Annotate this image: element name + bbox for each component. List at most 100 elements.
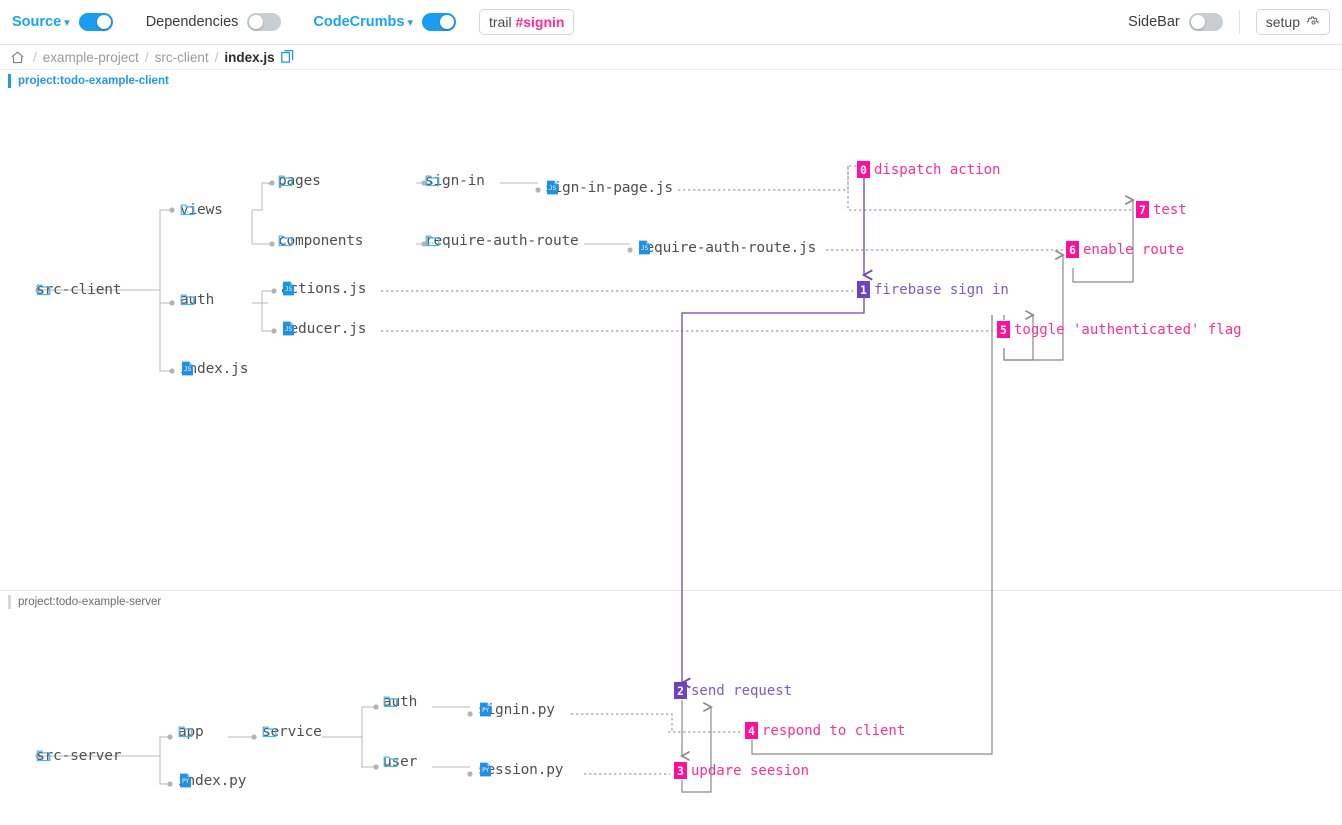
graph-canvas[interactable]: project:todo-example-client project:todo… [0, 70, 1342, 825]
dependencies-toggle-knob [249, 15, 264, 29]
tree-node-label: require-auth-route.js [637, 240, 817, 256]
codecrumb-index: 2 [674, 682, 687, 699]
breadcrumb-item-src-client[interactable]: src-client [154, 49, 209, 65]
codecrumb-marker-0[interactable]: 0 dispatch action [857, 161, 1000, 178]
tree-node-require-auth-route-js[interactable]: JS require-auth-route.js [637, 240, 816, 256]
breadcrumb-item-index-js[interactable]: index.js [224, 49, 275, 65]
sidebar-control[interactable]: SideBar [1128, 13, 1223, 31]
codecrumb-marker-1[interactable]: 1 firebase sign in [857, 281, 1009, 298]
copy-icon[interactable] [280, 50, 294, 64]
breadcrumb-item-example-project[interactable]: example-project [42, 49, 139, 65]
folder-icon [383, 756, 398, 768]
codecrumbs-toggle-knob [440, 15, 454, 29]
trail-chip[interactable]: trail #signin [479, 9, 575, 35]
tree-node-auth-server[interactable]: auth [383, 694, 417, 710]
codecrumb-index: 3 [674, 762, 687, 779]
tree-node-sign-in[interactable]: sign-in [425, 173, 485, 189]
codecrumb-marker-6[interactable]: 6 enable route [1066, 241, 1184, 258]
tree-node-signin-py[interactable]: PY signin.py [478, 702, 555, 718]
js-file-icon: JS [283, 321, 294, 336]
folder-icon [425, 175, 440, 187]
codecrumb-marker-5[interactable]: 5 toggle 'authenticated' flag [997, 321, 1242, 338]
setup-label: setup [1265, 14, 1300, 30]
home-icon[interactable] [10, 50, 25, 65]
folder-icon [180, 294, 195, 306]
tree-node-reducer-js[interactable]: JS reducer.js [281, 321, 367, 337]
tree-node-index-js[interactable]: JS index.js [180, 361, 248, 377]
tree-node-actions-js[interactable]: JS actions.js [281, 281, 367, 297]
js-file-icon: JS [182, 361, 193, 376]
tree-node-label: index.js [180, 361, 249, 377]
tree-node-views[interactable]: views [180, 202, 223, 218]
codecrumb-label: enable route [1083, 241, 1185, 258]
svg-text:JS: JS [285, 326, 293, 333]
svg-text:PY: PY [182, 779, 189, 785]
svg-text:PY: PY [482, 768, 489, 774]
sidebar-toggle-knob [1190, 15, 1205, 29]
folder-icon [278, 235, 293, 247]
folder-icon [180, 204, 195, 216]
codecrumbs-label: CodeCrumbs [313, 14, 405, 30]
sidebar-label: SideBar [1128, 14, 1180, 30]
tree-node-components[interactable]: components [278, 233, 364, 249]
codecrumb-label: test [1153, 201, 1187, 218]
svg-text:PY: PY [482, 708, 489, 714]
svg-text:JS: JS [184, 366, 192, 373]
setup-button[interactable]: setup [1255, 9, 1330, 35]
breadcrumb-separator: / [214, 49, 219, 65]
tree-node-pages[interactable]: pages [278, 173, 321, 189]
tree-node-session-py[interactable]: PY session.py [478, 762, 564, 778]
codecrumb-marker-7[interactable]: 7 test [1136, 201, 1187, 218]
tree-node-label: actions.js [281, 281, 367, 297]
tree-node-user[interactable]: user [383, 754, 417, 770]
py-file-icon: PY [480, 762, 491, 777]
py-file-icon: PY [480, 702, 491, 717]
tree-node-label: sign-in [425, 173, 485, 189]
tree-node-require-auth-route[interactable]: require-auth-route [425, 233, 579, 249]
codecrumb-marker-4[interactable]: 4 respond to client [745, 722, 905, 739]
toolbar-divider [1238, 10, 1240, 34]
folder-icon [36, 284, 51, 296]
tree-node-src-client[interactable]: src-client [36, 282, 122, 298]
breadcrumb-separator: / [144, 49, 149, 65]
codecrumbs-toggle[interactable] [422, 13, 456, 31]
tree-node-label: service [262, 724, 322, 740]
tree-node-sign-in-page-js[interactable]: JS sign-in-page.js [545, 180, 673, 196]
tree-node-index-py[interactable]: PY index.py [178, 773, 246, 789]
tree-node-label: src-client [36, 282, 122, 298]
connector-lines [35, 165, 1342, 793]
tree-node-label: src-server [36, 748, 122, 764]
dependencies-label: Dependencies [145, 14, 239, 30]
codecrumb-index: 5 [997, 321, 1010, 338]
tree-node-label: require-auth-route [425, 233, 579, 249]
codecrumb-index: 4 [745, 722, 758, 739]
chevron-down-icon[interactable]: ▾ [407, 16, 413, 29]
source-label: Source [12, 14, 62, 30]
tree-node-label: components [278, 233, 364, 249]
tree-node-src-server[interactable]: src-server [36, 748, 122, 764]
dependencies-control[interactable]: Dependencies [146, 13, 282, 31]
sidebar-toggle[interactable] [1188, 13, 1223, 31]
codecrumbs-control[interactable]: CodeCrumbs ▾ [313, 13, 456, 31]
trail-tag: #signin [515, 14, 565, 30]
codecrumb-marker-2[interactable]: 2 send request [674, 682, 792, 699]
tree-node-label: index.py [178, 773, 247, 789]
codecrumb-label: send request [691, 682, 793, 699]
tree-node-app[interactable]: app [178, 724, 204, 740]
codecrumb-label: dispatch action [874, 161, 1001, 178]
tree-node-auth[interactable]: auth [180, 292, 214, 308]
svg-text:JS: JS [285, 286, 293, 293]
folder-icon [178, 726, 193, 738]
js-file-icon: JS [639, 240, 650, 255]
codecrumb-index: 6 [1066, 241, 1079, 258]
source-control[interactable]: Source ▾ [12, 13, 113, 31]
chevron-down-icon[interactable]: ▾ [64, 16, 70, 29]
tree-node-label: session.py [478, 762, 564, 778]
py-file-icon: PY [180, 773, 191, 788]
tree-node-service[interactable]: service [262, 724, 322, 740]
dependencies-toggle[interactable] [247, 13, 282, 31]
source-toggle[interactable] [78, 13, 113, 31]
codecrumb-marker-3[interactable]: 3 updare seesion [674, 762, 809, 779]
js-file-icon: JS [547, 180, 558, 195]
project-label-client: project:todo-example-client [8, 74, 169, 88]
